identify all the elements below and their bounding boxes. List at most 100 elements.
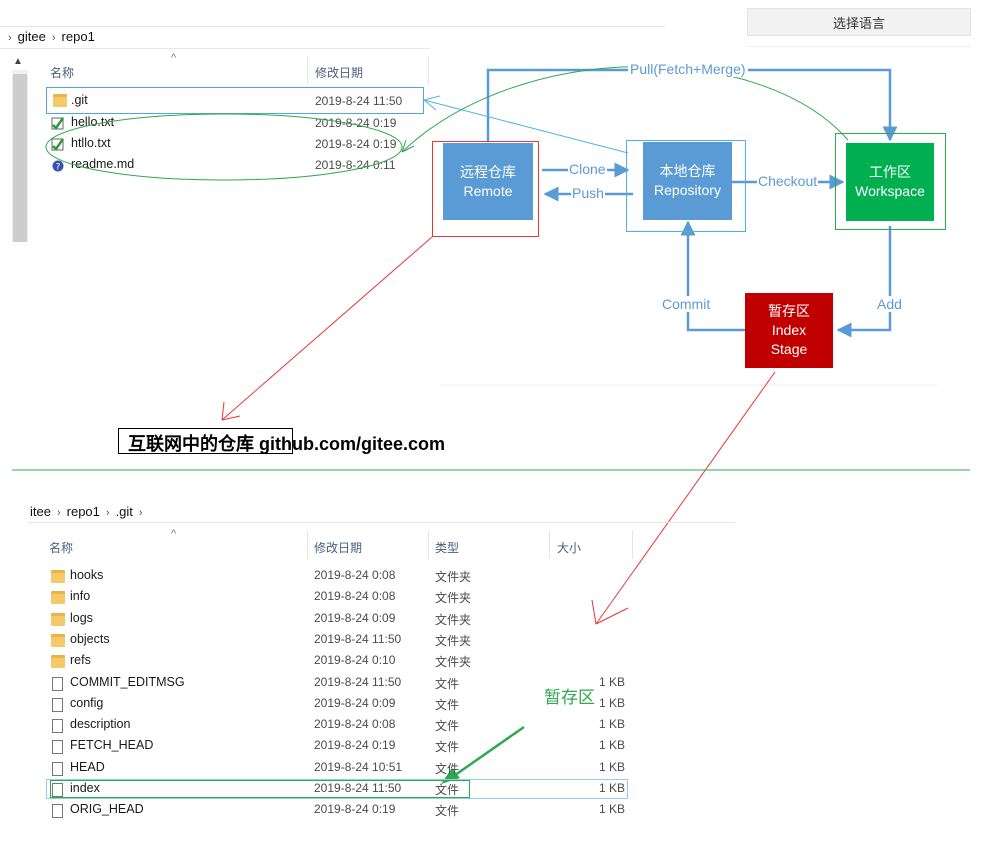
selected-row-highlight [46, 87, 424, 114]
folder-icon [51, 613, 65, 626]
file-name[interactable]: description [70, 717, 131, 731]
column-header-name[interactable]: 名称 [49, 541, 74, 555]
file-name[interactable]: config [70, 696, 104, 710]
file-size: 1 KB [598, 781, 625, 795]
breadcrumb-item[interactable]: .git [115, 504, 133, 519]
internet-repo-annotation: 互联网中的仓库 github.com/gitee.com [128, 430, 445, 456]
file-name[interactable]: logs [70, 611, 93, 625]
folder-icon [51, 591, 65, 604]
file-date: 2019-8-24 0:10 [314, 653, 396, 667]
column-header-type[interactable]: 类型 [435, 541, 460, 555]
repository-title-cn: 本地仓库 [659, 163, 716, 179]
file-icon [52, 740, 63, 754]
remote-repository-box: 远程仓库 Remote [443, 143, 533, 220]
remote-title-cn: 远程仓库 [460, 163, 516, 180]
column-divider [549, 531, 550, 559]
index-row-annotation [50, 780, 470, 798]
file-name[interactable]: objects [70, 632, 110, 646]
list-item[interactable]: refs 2019-8-24 0:10 文件夹 [0, 653, 700, 673]
scroll-up-icon[interactable]: ▲ [13, 56, 23, 67]
file-name[interactable]: FETCH_HEAD [70, 738, 154, 752]
file-date: 2019-8-24 0:19 [314, 738, 396, 752]
column-header-modified[interactable]: 修改日期 [314, 541, 363, 555]
file-type: 文件夹 [435, 655, 472, 669]
file-icon [52, 698, 63, 712]
chevron-right-icon: › [105, 507, 110, 519]
file-type: 文件 [435, 698, 460, 712]
tracked-file-icon [51, 116, 65, 130]
unknown-file-icon: ? [51, 158, 65, 173]
language-select-button[interactable]: 选择语言 [747, 8, 971, 36]
internet-repo-boxed-text: 互联网中的仓库 [128, 434, 254, 454]
staging-annotation: 暂存区 [544, 688, 595, 708]
lang-divider [747, 46, 971, 47]
chevron-right-icon: › [138, 507, 143, 519]
file-type: 文件 [435, 677, 460, 691]
file-size: 1 KB [598, 717, 625, 731]
breadcrumb: ›gitee›repo1 [2, 29, 95, 44]
column-header-name[interactable]: 名称 [50, 66, 75, 80]
sort-ascending-icon: ^ [171, 528, 177, 540]
pull-label: Pull(Fetch+Merge) [628, 61, 748, 77]
sort-ascending-icon: ^ [171, 52, 177, 64]
chevron-right-icon: › [51, 32, 56, 44]
file-name[interactable]: ORIG_HEAD [70, 802, 144, 816]
file-date: 2019-8-24 0:08 [314, 717, 396, 731]
remote-outline [432, 141, 539, 237]
file-type: 文件 [435, 762, 460, 776]
file-type: 文件夹 [435, 591, 472, 605]
file-name[interactable]: index [70, 781, 100, 795]
workspace-box: 工作区 Workspace [846, 143, 934, 221]
file-icon [52, 719, 63, 733]
index-title-en: Index [771, 322, 807, 338]
file-name[interactable]: .git [71, 93, 88, 107]
chevron-right-icon: › [56, 507, 61, 519]
file-name[interactable]: hello.txt [71, 115, 115, 129]
commit-label: Commit [661, 296, 712, 312]
index-stage-box: 暂存区 Index Stage [745, 293, 833, 368]
breadcrumb-item[interactable]: repo1 [66, 504, 100, 519]
file-icon [52, 677, 63, 691]
column-divider [307, 531, 308, 559]
file-name[interactable]: info [70, 589, 91, 603]
file-date: 2019-8-24 10:51 [314, 760, 403, 774]
file-date: 2019-8-24 0:19 [315, 137, 397, 151]
file-date: 2019-8-24 0:09 [314, 696, 396, 710]
repository-title-en: Repository [654, 182, 721, 198]
index-row-highlight [46, 779, 628, 799]
push-label: Push [571, 185, 605, 201]
breadcrumb: itee › repo1 › .git › [30, 504, 149, 519]
file-size: 1 KB [598, 738, 625, 752]
file-name[interactable]: HEAD [70, 760, 105, 774]
column-header-modified[interactable]: 修改日期 [315, 66, 364, 80]
file-name[interactable]: htllo.txt [71, 136, 111, 150]
scrollbar-thumb[interactable] [13, 74, 27, 242]
file-name[interactable]: hooks [70, 568, 104, 582]
file-type: 文件夹 [435, 634, 472, 648]
breadcrumb-item[interactable]: gitee [17, 29, 46, 44]
column-header-size[interactable]: 大小 [557, 541, 582, 555]
local-repository-box: 本地仓库 Repository [643, 142, 732, 220]
column-divider [632, 531, 633, 559]
file-name[interactable]: readme.md [71, 157, 135, 171]
breadcrumb-item[interactable]: repo1 [61, 29, 95, 44]
file-date: 2019-8-24 0:09 [314, 611, 396, 625]
column-divider [428, 56, 429, 84]
file-name[interactable]: refs [70, 653, 91, 667]
breadcrumb-item[interactable]: itee [30, 504, 51, 519]
file-name[interactable]: COMMIT_EDITMSG [70, 675, 185, 689]
breadcrumb-divider [28, 522, 735, 523]
breadcrumb-divider [0, 48, 430, 49]
